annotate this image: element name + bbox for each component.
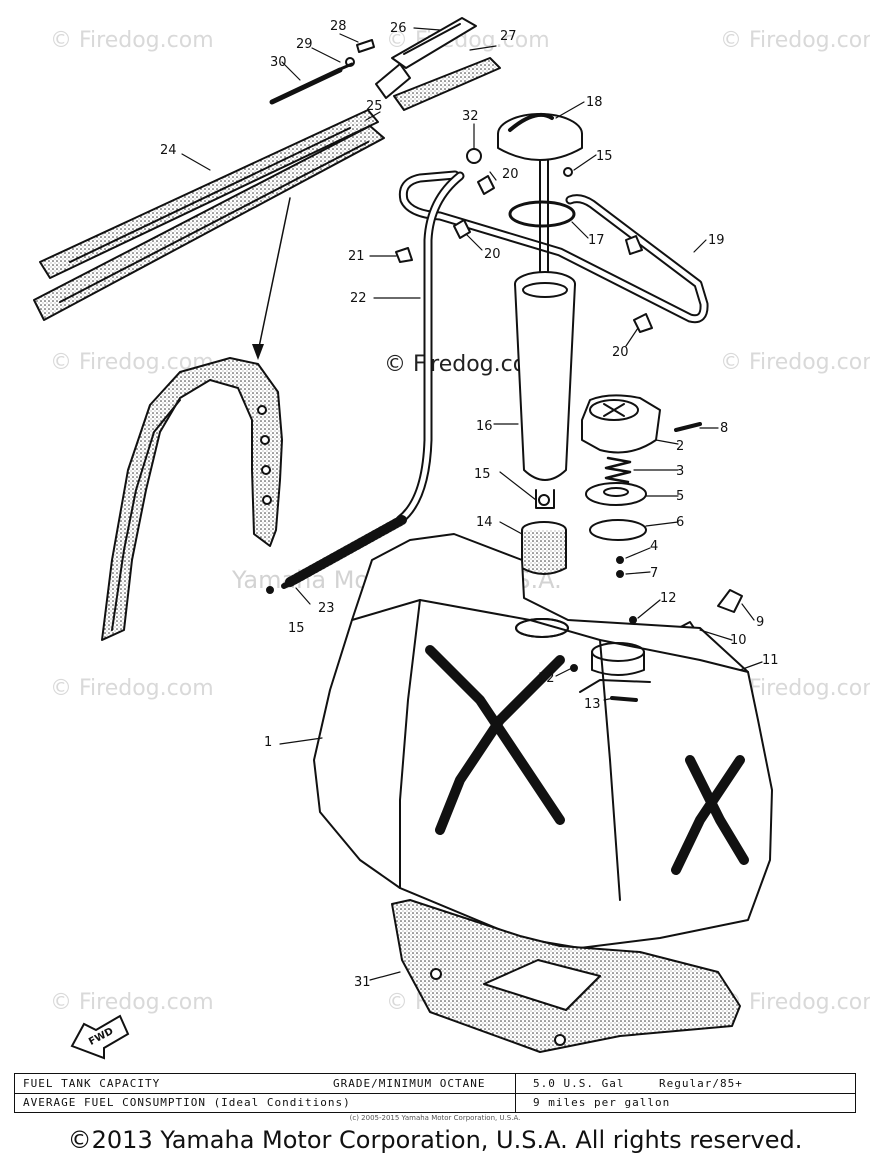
callout-label: 23 xyxy=(318,601,335,616)
spec-capacity-value: 5.0 U.S. Gal xyxy=(533,1077,625,1090)
strap-25 xyxy=(33,125,385,321)
cap-9 xyxy=(717,589,743,613)
hose-19 xyxy=(398,170,709,324)
leader-lines xyxy=(181,27,763,981)
watermark: © Firedog.com xyxy=(50,676,214,701)
callout-label: 15 xyxy=(288,621,305,636)
spec-grade-label: GRADE/MINIMUM OCTANE xyxy=(333,1077,486,1090)
strap-27 xyxy=(393,57,501,111)
buckle-26 xyxy=(375,17,477,99)
callout-label: 17 xyxy=(588,233,605,248)
callout-label: 20 xyxy=(502,167,519,182)
disc-5 xyxy=(585,482,647,506)
callout-label: 29 xyxy=(296,37,313,52)
callout-label: 12 xyxy=(538,671,555,686)
pins-28-30 xyxy=(269,39,375,105)
spec-consumption-value: 9 miles per gallon xyxy=(533,1096,671,1109)
callout-numbers: 1 2 3 4 5 6 7 8 9 10 11 12 12 13 14 15 1… xyxy=(160,19,779,990)
callout-label: 10 xyxy=(730,633,747,648)
callout-label: 22 xyxy=(350,291,367,306)
gauge-lid-2 xyxy=(581,394,702,454)
bracket-frame xyxy=(101,357,283,641)
callout-label: 4 xyxy=(650,539,658,554)
spring-3 xyxy=(604,456,632,484)
callout-label: 26 xyxy=(390,21,407,36)
callout-label: 6 xyxy=(676,515,684,530)
watermark: © Firedog.com xyxy=(50,28,214,53)
callout-label: 31 xyxy=(354,975,371,990)
callout-label: 12 xyxy=(660,591,677,606)
callout-label: 28 xyxy=(330,19,347,34)
callout-label: 8 xyxy=(720,421,728,436)
callout-label: 3 xyxy=(676,464,684,479)
callout-label: 25 xyxy=(366,99,383,114)
callout-label: 15 xyxy=(474,467,491,482)
gasket-6 xyxy=(589,519,647,541)
fwd-arrow: FWD xyxy=(70,1014,130,1060)
callout-label: 20 xyxy=(484,247,501,262)
small-copyright: (c) 2005-2015 Yamaha Motor Corporation, … xyxy=(349,1114,521,1122)
spec-row-capacity: FUEL TANK CAPACITY GRADE/MINIMUM OCTANE … xyxy=(15,1074,855,1094)
callout-label: 5 xyxy=(676,489,684,504)
copyright-notice: ©2013 Yamaha Motor Corporation, U.S.A. A… xyxy=(67,1126,803,1154)
callout-label: 18 xyxy=(586,95,603,110)
callout-label: 15 xyxy=(596,149,613,164)
oring-17 xyxy=(508,200,576,228)
callout-label: 21 xyxy=(348,249,365,264)
callout-label: 9 xyxy=(756,615,764,630)
watermark: © Firedog.com xyxy=(720,990,870,1015)
hose-23 xyxy=(281,515,407,589)
callout-label: 13 xyxy=(584,697,601,712)
callout-label: 30 xyxy=(270,55,287,70)
filter-14 xyxy=(521,521,567,575)
hose-22 xyxy=(395,171,465,525)
cap-18 xyxy=(497,113,583,161)
mat-31 xyxy=(391,899,741,1053)
callout-label: 14 xyxy=(476,515,493,530)
callout-label: 16 xyxy=(476,419,493,434)
callout-label: 24 xyxy=(160,143,177,158)
spec-table: FUEL TANK CAPACITY GRADE/MINIMUM OCTANE … xyxy=(14,1073,856,1113)
spec-row-consumption: AVERAGE FUEL CONSUMPTION (Ideal Conditio… xyxy=(15,1093,855,1112)
spec-consumption-label: AVERAGE FUEL CONSUMPTION (Ideal Conditio… xyxy=(23,1096,351,1109)
callout-label: 11 xyxy=(762,653,779,668)
watermark: © Firedog.com xyxy=(720,28,870,53)
strap-24 xyxy=(39,109,379,279)
callout-label: 32 xyxy=(462,109,479,124)
callout-label: 1 xyxy=(264,735,272,750)
callout-label: 27 xyxy=(500,29,517,44)
callout-label: 19 xyxy=(708,233,725,248)
spec-grade-value: Regular/85+ xyxy=(659,1077,743,1090)
fuel-tank-1 xyxy=(313,533,773,949)
callout-label: 2 xyxy=(676,439,684,454)
watermark: © Firedog.com xyxy=(50,990,214,1015)
strainer-16 xyxy=(514,271,576,509)
spec-capacity-label: FUEL TANK CAPACITY xyxy=(23,1077,161,1090)
callout-label: 7 xyxy=(650,566,658,581)
leader-arrow xyxy=(257,197,291,353)
watermark: © Firedog.com xyxy=(720,350,870,375)
callout-label: 20 xyxy=(612,345,629,360)
